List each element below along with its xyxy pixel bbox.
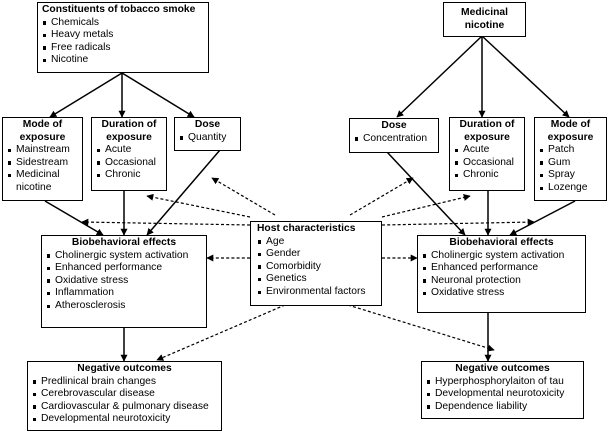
dose-left-title: Dose (194, 119, 221, 130)
list-item: Predlinical brain changes (32, 376, 217, 389)
edge-dose-right-to-bio-right (386, 151, 466, 236)
biobehavioral-effects-right-title: Biobehavioral effects (449, 237, 554, 248)
edge-host-to-duration-right (381, 194, 471, 218)
dose-left-box: Dose Quantity (174, 117, 241, 151)
biobehavioral-effects-left-list: Cholinergic system activation Enhanced p… (46, 250, 202, 313)
list-item: Free radicals (42, 42, 204, 55)
edge-constituents-to-dose-left (121, 72, 195, 118)
duration-of-exposure-left-box: Duration of exposure Acute Occasional Ch… (91, 117, 167, 191)
edge-host-to-neg-left (156, 304, 286, 361)
negative-outcomes-left-box: Negative outcomes Predlinical brain chan… (27, 361, 222, 431)
host-characteristics-box: Host characteristics Age Gender Comorbid… (250, 221, 382, 306)
list-item: Chronic (454, 169, 520, 182)
list-item: Enhanced performance (422, 262, 581, 275)
negative-outcomes-left-title: Negative outcomes (77, 363, 172, 374)
list-item: Gum (539, 157, 602, 170)
list-item: Patch (539, 144, 602, 157)
list-item: Developmental neurotoxicity (32, 413, 217, 426)
list-item: Genetics (257, 273, 377, 286)
edge-host-to-dose-left (211, 177, 276, 216)
list-item: Environmental factors (257, 286, 377, 299)
mode-of-exposure-right-box: Mode of exposure Patch Gum Spray Lozenge (534, 117, 607, 201)
edge-mode-left-to-bio-left (44, 200, 104, 236)
list-item: Cholinergic system activation (422, 250, 581, 263)
list-item: Hyperphosphorylaiton of tau (426, 376, 579, 389)
mode-of-exposure-right-list: Patch Gum Spray Lozenge (539, 144, 602, 194)
medicinal-nicotine-title: Medicinal nicotine (461, 7, 508, 31)
list-item: Developmental neurotoxicity (426, 388, 579, 401)
duration-of-exposure-right-box: Duration of exposure Acute Occasional Ch… (449, 117, 525, 191)
mode-of-exposure-right-title: Mode of exposure (547, 119, 594, 143)
host-characteristics-list: Age Gender Comorbidity Genetics Environm… (257, 236, 377, 299)
edge-dose-left-to-bio-left (146, 149, 221, 236)
edge-host-to-mode-left (81, 218, 251, 226)
list-item: Concentration (354, 133, 434, 146)
list-item: Chemicals (42, 17, 204, 30)
dose-right-box: Dose Concentration (349, 118, 439, 153)
list-item: Comorbidity (257, 261, 377, 274)
biobehavioral-effects-left-box: Biobehavioral effects Cholinergic system… (41, 235, 207, 328)
list-item: Occasional (96, 157, 162, 170)
list-item: Oxidative stress (422, 287, 581, 300)
biobehavioral-effects-right-list: Cholinergic system activation Enhanced p… (422, 250, 581, 300)
list-item: Quantity (179, 132, 236, 145)
dose-right-title: Dose (381, 120, 407, 131)
edge-mode-right-to-bio-right (509, 200, 576, 236)
list-item: Cardiovascular & pulmonary disease (32, 401, 217, 414)
constituents-title: Constituents of tobacco smoke (42, 4, 196, 15)
duration-of-exposure-right-title: Duration of exposure (459, 119, 515, 143)
host-characteristics-title: Host characteristics (257, 223, 356, 234)
list-item: Occasional (454, 157, 520, 170)
constituents-box: Constituents of tobacco smoke Chemicals … (37, 2, 209, 73)
list-item: Gender (257, 248, 377, 261)
dose-left-list: Quantity (179, 132, 236, 145)
edge-host-to-dose-right (349, 177, 414, 216)
medicinal-nicotine-box: Medicinal nicotine (443, 2, 526, 37)
negative-outcomes-right-title: Negative outcomes (455, 363, 550, 374)
mode-of-exposure-left-box: Mode of exposure Mainstream Sidestream M… (2, 117, 83, 201)
list-item: Nicotine (42, 54, 204, 67)
negative-outcomes-right-box: Negative outcomes Hyperphosphorylaiton o… (421, 361, 584, 419)
list-item: Atherosclerosis (46, 300, 202, 313)
list-item: Chronic (96, 169, 162, 182)
list-item: Age (257, 236, 377, 249)
list-item: Cholinergic system activation (46, 250, 202, 263)
list-item: Neuronal protection (422, 275, 581, 288)
list-item: Enhanced performance (46, 262, 202, 275)
duration-of-exposure-right-list: Acute Occasional Chronic (454, 144, 520, 182)
list-item: Heavy metals (42, 29, 204, 42)
list-item: Oxidative stress (46, 275, 202, 288)
negative-outcomes-left-list: Predlinical brain changes Cerebrovascula… (32, 376, 217, 426)
list-item: Medicinal nicotine (7, 169, 72, 194)
edge-medicinal-to-mode-right (481, 35, 570, 118)
list-item: Cerebrovascular disease (32, 388, 217, 401)
edge-constituents-to-mode-left (49, 72, 123, 118)
edge-medicinal-to-dose-right (396, 35, 483, 118)
list-item: Dependence liability (426, 401, 579, 414)
mode-of-exposure-left-list: Mainstream Sidestream Medicinal nicotine (7, 144, 78, 194)
duration-of-exposure-left-list: Acute Occasional Chronic (96, 144, 162, 182)
negative-outcomes-right-list: Hyperphosphorylaiton of tau Developmenta… (426, 376, 579, 414)
list-item: Mainstream (7, 144, 78, 157)
list-item: Sidestream (7, 157, 78, 170)
list-item: Acute (454, 144, 520, 157)
biobehavioral-effects-left-title: Biobehavioral effects (71, 237, 177, 248)
constituents-list: Chemicals Heavy metals Free radicals Nic… (42, 17, 204, 67)
edge-host-to-duration-left (146, 193, 251, 218)
edge-host-to-mode-right (381, 218, 535, 226)
mode-of-exposure-left-title: Mode of exposure (19, 119, 66, 143)
duration-of-exposure-left-title: Duration of exposure (101, 119, 157, 143)
list-item: Spray (539, 169, 602, 182)
list-item: Lozenge (539, 182, 602, 195)
dose-right-list: Concentration (354, 133, 434, 146)
biobehavioral-effects-right-box: Biobehavioral effects Cholinergic system… (417, 235, 586, 313)
list-item: Inflammation (46, 287, 202, 300)
list-item: Acute (96, 144, 162, 157)
edge-host-to-neg-right (347, 304, 495, 352)
